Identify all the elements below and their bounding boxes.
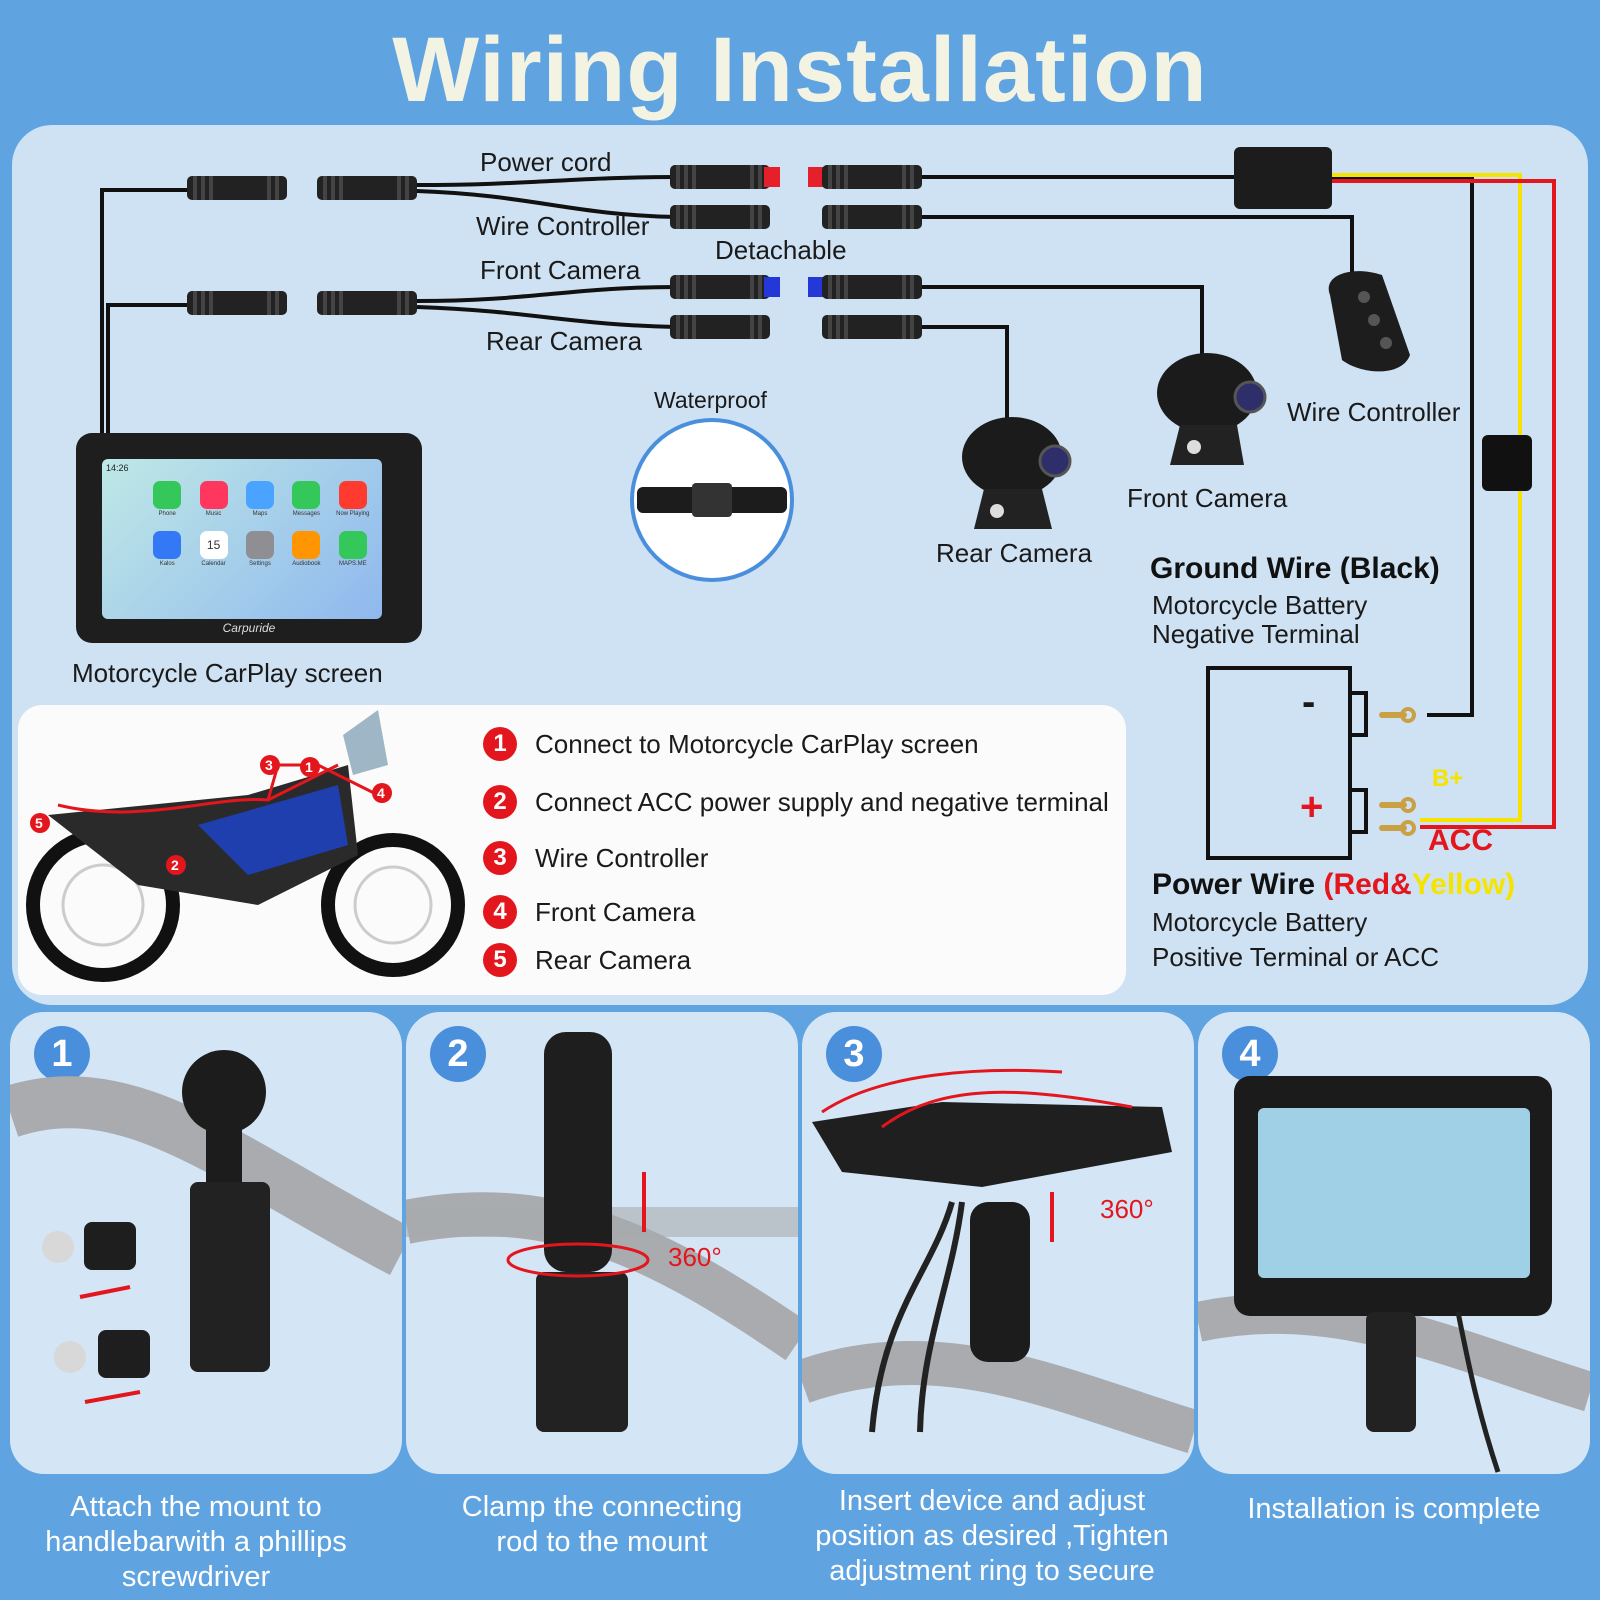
app-label: Calendar <box>201 561 226 567</box>
detachable-label: Detachable <box>715 235 847 265</box>
app-icon-maps-me[interactable]: MAPS.ME <box>330 531 376 567</box>
page-title: Wiring Installation <box>392 19 1208 121</box>
screen-time: 14:26 <box>106 463 129 473</box>
main-cable <box>100 175 678 445</box>
plus-sign: + <box>1300 785 1324 829</box>
app-icon-kalos[interactable]: Kalos <box>144 531 190 567</box>
app-label: MAPS.ME <box>338 561 367 567</box>
power-wire-title: Power Wire (Red&Yellow) <box>1152 868 1516 901</box>
svg-text:2: 2 <box>171 857 179 873</box>
wire-controller-cable-label: Wire Controller <box>476 211 650 241</box>
app-label: Settings <box>249 561 271 567</box>
step-2-illustration <box>406 1032 798 1432</box>
legend-text: Front Camera <box>535 896 696 927</box>
legend-text: Connect ACC power supply and negative te… <box>535 786 1109 817</box>
app-label: Maps <box>252 511 268 517</box>
waterproof-label: Waterproof <box>654 387 767 413</box>
front-camera-device <box>1157 353 1267 465</box>
acc-label: ACC <box>1428 824 1493 857</box>
step-3-panel: 3 360° <box>802 1012 1194 1474</box>
app-label: Now Playing <box>336 511 370 517</box>
inline-controller-box <box>1234 147 1332 209</box>
step-4-illustration <box>1198 1076 1590 1473</box>
step-1-panel: 1 <box>10 1012 402 1474</box>
battery-diagram <box>1206 666 1416 860</box>
legend-panel: 1 2 3 4 5 1 Connect to Motorcycle CarPlay… <box>18 705 1126 995</box>
legend-number-badge: 5 <box>483 943 517 977</box>
legend-item: 1 Connect to Motorcycle CarPlay screen <box>483 727 979 761</box>
front-camera-label: Front Camera <box>1127 483 1288 513</box>
app-label: Phone <box>158 511 176 517</box>
svg-text:5: 5 <box>35 815 43 831</box>
legend-item: 2 Connect ACC power supply and negative t… <box>483 785 1109 819</box>
step-1-badge: 1 <box>34 1026 90 1082</box>
svg-text:3: 3 <box>265 757 273 773</box>
legend-item: 4 Front Camera <box>483 895 695 929</box>
brand-logo: Carpuride <box>222 621 276 635</box>
fuse-holder <box>1482 435 1532 491</box>
red-wire <box>1332 179 1556 829</box>
rear-camera-cable-label: Rear Camera <box>486 326 643 356</box>
screen-label: Motorcycle CarPlay screen <box>72 658 383 688</box>
app-icon-settings[interactable]: Settings <box>237 531 283 567</box>
app-label: Kalos <box>159 561 175 567</box>
wire-controller-label: Wire Controller <box>1287 397 1461 427</box>
legend-number-badge: 1 <box>483 727 517 761</box>
step-3-badge: 3 <box>826 1026 882 1082</box>
step-4-panel: 4 <box>1198 1012 1590 1474</box>
power-cord-label: Power cord <box>480 147 612 177</box>
legend-item: 3 Wire Controller <box>483 841 708 875</box>
yellow-wire <box>1332 173 1522 822</box>
motorcycle-illustration: 1 2 3 4 5 <box>26 710 465 982</box>
step-3-caption: Insert device and adjust position as des… <box>815 1485 1169 1587</box>
step-1-caption: Attach the mount to handlebarwith a phil… <box>45 1491 347 1593</box>
legend-item: 5 Rear Camera <box>483 943 691 977</box>
ground-wire-line2: Negative Terminal <box>1152 619 1360 649</box>
ground-wire-line1: Motorcycle Battery <box>1152 590 1368 620</box>
wiring-diagram <box>100 147 1556 860</box>
detachable-connectors <box>670 165 922 339</box>
wire-controller-device <box>1328 271 1410 372</box>
minus-sign: - <box>1302 680 1316 724</box>
rear-camera-label: Rear Camera <box>936 538 1093 568</box>
step-4-caption: Installation is complete <box>1247 1493 1541 1525</box>
svg-text:1: 1 <box>305 759 313 775</box>
rear-camera-device <box>962 417 1072 529</box>
step-1-illustration <box>10 1050 402 1404</box>
step-2-badge: 2 <box>430 1026 486 1082</box>
app-icon-phone[interactable]: Phone <box>144 481 190 517</box>
step-2-caption: Clamp the connecting rod to the mount <box>461 1491 743 1558</box>
app-icon-audiobook[interactable]: Audiobook <box>283 531 329 567</box>
step-4-badge: 4 <box>1222 1026 1278 1082</box>
ground-wire-title: Ground Wire (Black) <box>1150 552 1440 585</box>
step-2-rotation-label: 360° <box>668 1242 722 1272</box>
legend-text: Connect to Motorcycle CarPlay screen <box>535 728 979 759</box>
svg-text:4: 4 <box>377 785 385 801</box>
legend-text: Rear Camera <box>535 944 692 975</box>
step-3-illustration <box>802 1068 1194 1454</box>
legend-text: Wire Controller <box>535 842 709 873</box>
app-icon-now-playing[interactable]: Now Playing <box>330 481 376 517</box>
app-icon-maps[interactable]: Maps <box>237 481 283 517</box>
legend-number-badge: 3 <box>483 841 517 875</box>
app-label: Messages <box>292 511 321 517</box>
left-connectors <box>187 176 417 315</box>
power-wire-line1: Motorcycle Battery <box>1152 907 1368 937</box>
app-icon-music[interactable]: Music <box>190 481 236 517</box>
b-plus-label: B+ <box>1432 765 1464 792</box>
step-3-rotation-label: 360° <box>1100 1194 1154 1224</box>
app-label: Audiobook <box>292 561 321 567</box>
waterproof-callout <box>630 418 794 582</box>
app-label: Music <box>205 511 222 517</box>
front-camera-cable-label: Front Camera <box>480 255 641 285</box>
power-wire-line2: Positive Terminal or ACC <box>1152 942 1440 972</box>
legend-number-badge: 4 <box>483 895 517 929</box>
legend-number-badge: 2 <box>483 785 517 819</box>
step-2-panel: 2 360° <box>406 1012 798 1474</box>
app-icon-messages[interactable]: Messages <box>283 481 329 517</box>
calendar-day: 15 <box>199 531 228 559</box>
carplay-display <box>102 459 382 619</box>
